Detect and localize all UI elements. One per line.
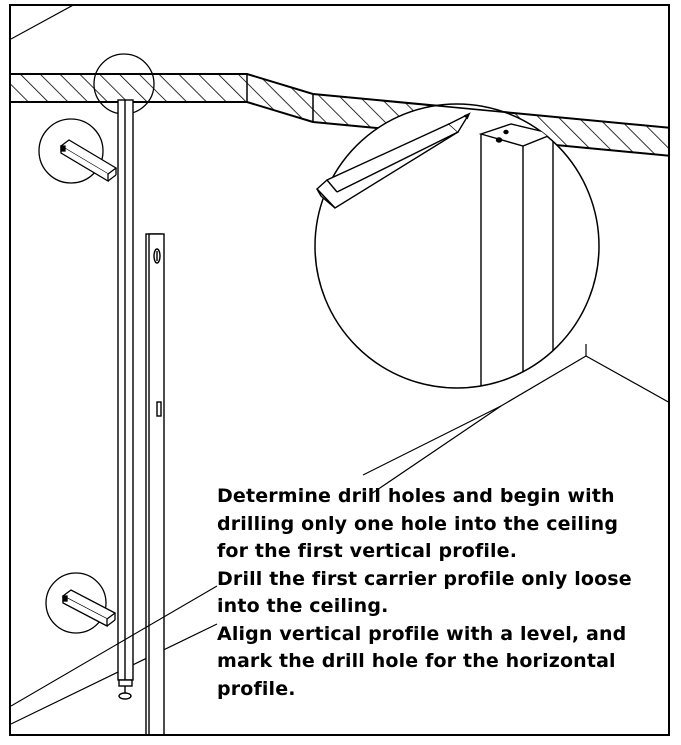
leader-lines (11, 405, 502, 707)
instruction-line: mark the drill hole for the horizontal (217, 650, 616, 672)
upper-carrier-profile (38, 118, 118, 184)
ceiling-hatch (11, 73, 668, 157)
instruction-line: for the first vertical profile. (217, 540, 518, 562)
instruction-text: Determine drill holes and begin with dri… (217, 483, 667, 703)
instruction-line: Drill the first carrier profile only loo… (217, 567, 632, 590)
lower-carrier-profile (45, 572, 117, 634)
room-edges (11, 6, 668, 725)
spirit-level-icon (145, 233, 165, 734)
instruction-line: Determine drill holes and begin with (217, 485, 615, 507)
instruction-line: Align vertical profile with a level, and (217, 622, 627, 645)
pencil-icon (315, 112, 471, 209)
illustration-frame: Determine drill holes and begin with dri… (9, 4, 670, 736)
installation-diagram (11, 6, 668, 734)
instruction-line: into the ceiling. (217, 595, 389, 617)
instruction-line: profile. (217, 677, 296, 700)
vertical-profile (117, 99, 134, 700)
instruction-line: drilling only one hole into the ceiling (217, 512, 619, 535)
